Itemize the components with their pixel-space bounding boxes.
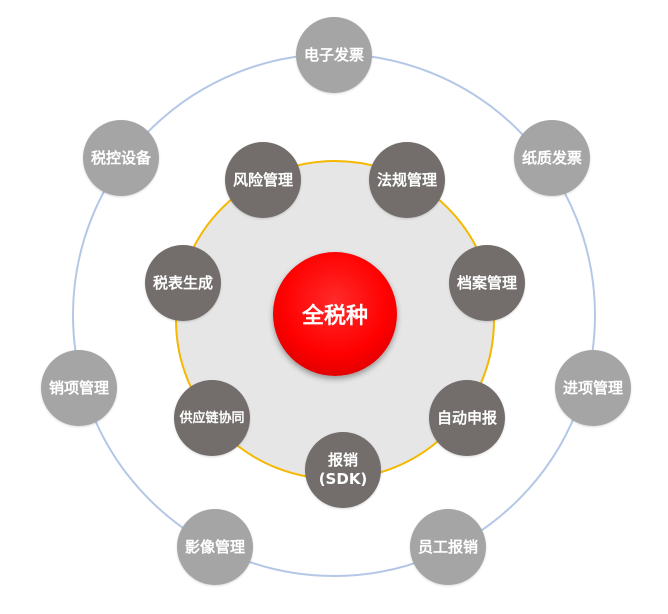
node-label: 影像管理 xyxy=(184,537,245,556)
node-tax-device: 税控设备 xyxy=(83,120,159,196)
node-label: 法规管理 xyxy=(376,170,437,189)
node-image-management: 影像管理 xyxy=(177,509,253,585)
node-label: 供应链协同 xyxy=(179,410,245,426)
node-electronic-invoice: 电子发票 xyxy=(296,17,372,93)
node-label: 纸质发票 xyxy=(521,148,582,167)
node-label-line1: 报销 xyxy=(327,451,358,469)
node-label: 进项管理 xyxy=(562,378,623,397)
node-archive-management: 档案管理 xyxy=(449,245,525,321)
node-input-management: 进项管理 xyxy=(555,350,631,426)
node-label-line2: (SDK) xyxy=(318,470,368,488)
node-paper-invoice: 纸质发票 xyxy=(514,120,590,196)
node-label: 自动申报 xyxy=(436,408,497,427)
node-label: 员工报销 xyxy=(417,537,478,556)
node-employee-reimbursement: 员工报销 xyxy=(410,509,486,585)
node-label: 税控设备 xyxy=(90,148,151,167)
center-node-all-taxes: 全税种 xyxy=(273,252,397,376)
node-supply-chain: 供应链协同 xyxy=(174,380,250,456)
node-label: 风险管理 xyxy=(232,170,293,189)
node-risk-management: 风险管理 xyxy=(225,142,301,218)
node-tax-form-generation: 税表生成 xyxy=(145,245,221,321)
node-label: 税表生成 xyxy=(152,273,213,292)
node-reimbursement-sdk: 报销(SDK) xyxy=(305,432,381,508)
node-label: 报销(SDK) xyxy=(319,451,368,489)
center-label: 全税种 xyxy=(301,304,368,329)
node-label: 档案管理 xyxy=(456,273,517,292)
node-regulation-management: 法规管理 xyxy=(369,142,445,218)
node-output-management: 销项管理 xyxy=(41,350,117,426)
node-label: 销项管理 xyxy=(48,378,109,397)
node-auto-filing: 自动申报 xyxy=(429,380,505,456)
node-label: 电子发票 xyxy=(303,45,364,64)
